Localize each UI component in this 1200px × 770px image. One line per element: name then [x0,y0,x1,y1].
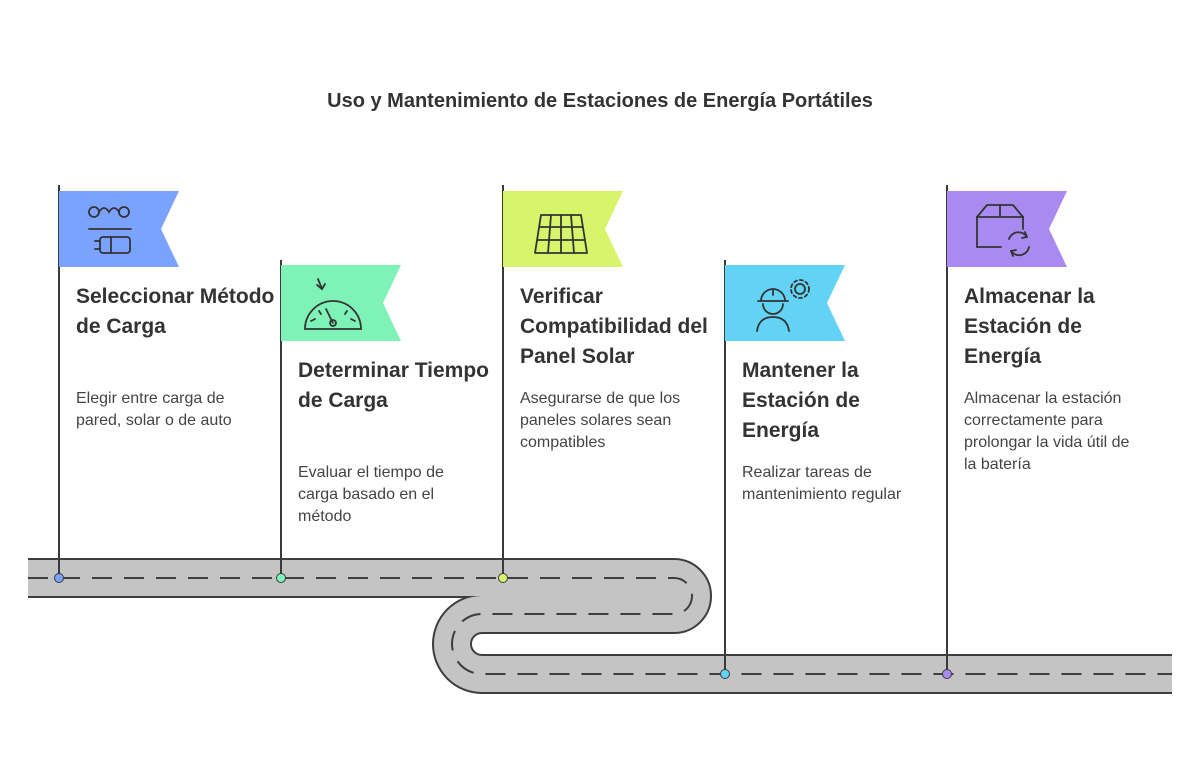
step-5-title: Almacenar la Estación de Energía [964,285,1095,368]
step-1-marker [54,573,64,583]
diagram-title: Uso y Mantenimiento de Estaciones de Ene… [327,90,873,112]
step-3-title: Verificar Compatibilidad del Panel Solar [520,285,708,368]
step-2-flag [281,265,401,341]
step-2-title: Determinar Tiempo de Carga [298,359,489,412]
step-5-description: Almacenar la estación correctamente para… [964,390,1130,473]
step-2-pole [280,260,282,578]
maintenance-worker-icon [756,279,810,332]
step-4-marker [720,669,730,679]
step-3-pole [502,185,504,578]
step-3-flag [503,191,623,267]
step-3-description: Asegurarse de que los paneles solares se… [520,390,681,451]
step-1-description: Elegir entre carga de pared, solar o de … [76,390,232,429]
step-4-title: Mantener la Estación de Energía [742,359,860,442]
charging-method-icon [88,206,132,254]
step-1-flag [59,191,179,267]
step-2-marker [276,573,286,583]
step-2-description: Evaluar el tiempo de carga basado en el … [298,464,444,525]
solar-panel-icon [534,214,588,254]
gauge-icon [304,278,362,330]
step-1-title: Seleccionar Método de Carga [76,285,275,338]
step-4-pole [724,260,726,674]
step-3-marker [498,573,508,583]
step-4-description: Realizar tareas de mantenimiento regular [742,464,902,503]
step-5-marker [942,669,952,679]
step-5-pole [946,185,948,674]
step-5-flag [947,191,1067,267]
storage-recycle-icon [976,204,1030,257]
step-1-pole [58,185,60,578]
step-4-flag [725,265,845,341]
